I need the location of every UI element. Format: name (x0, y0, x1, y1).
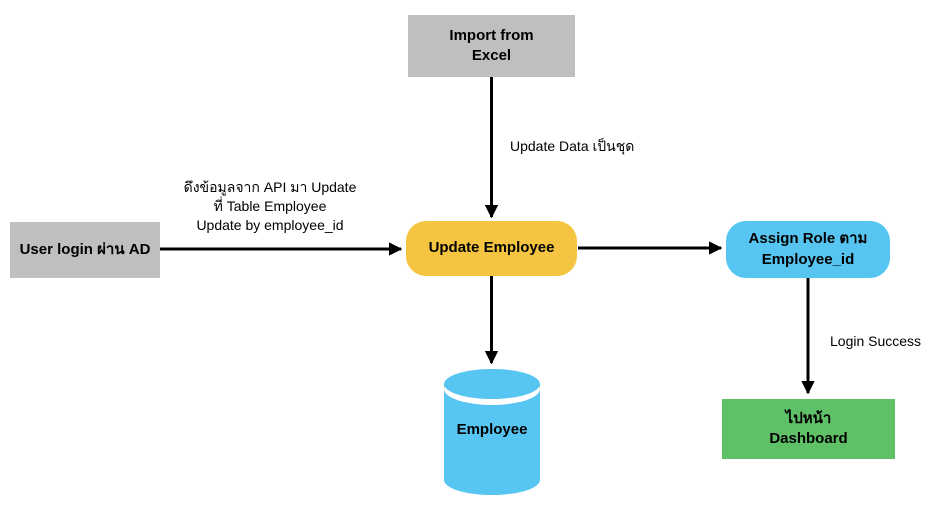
node-user-login-ad: User login ผ่าน AD (10, 222, 160, 278)
node-go-to-dashboard-label: ไปหน้า Dashboard (769, 409, 848, 447)
node-import-from-excel-label: Import from Excel (449, 26, 534, 64)
node-update-employee: Update Employee (406, 221, 577, 276)
cylinder-top-cap (444, 369, 540, 399)
node-user-login-ad-label: User login ผ่าน AD (19, 240, 151, 258)
node-go-to-dashboard: ไปหน้า Dashboard (722, 399, 895, 459)
edge-label-login-success: Login Success (830, 333, 922, 349)
edge-label-api-update: ดึงข้อมูลจาก API มา Update ที่ Table Emp… (183, 179, 357, 233)
employee-db-label: Employee (456, 421, 528, 438)
node-assign-role-label: Assign Role ตาม Employee_id (748, 230, 868, 268)
employee-db-cylinder (444, 369, 540, 495)
node-import-from-excel: Import from Excel (408, 15, 575, 77)
node-update-employee-label: Update Employee (428, 239, 555, 257)
node-assign-role: Assign Role ตาม Employee_id (726, 221, 890, 278)
edge-label-update-data-batch: Update Data เป็นชุด (510, 138, 635, 154)
